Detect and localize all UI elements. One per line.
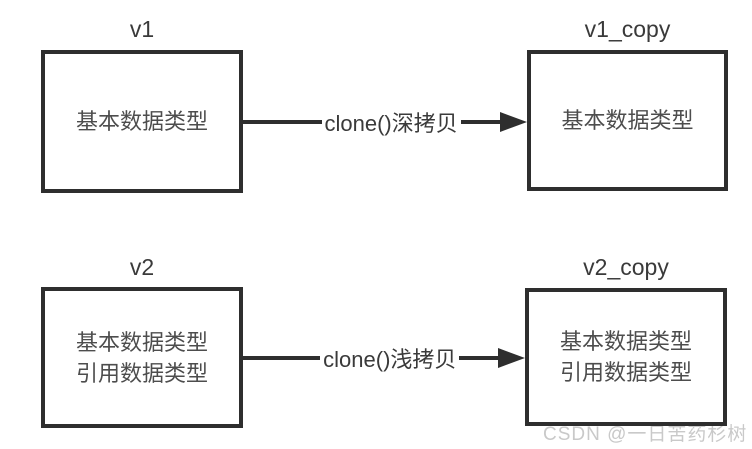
box-title-v1: v1 [129, 16, 155, 42]
node-v2-copy: 基本数据类型 引用数据类型 [525, 288, 727, 426]
node-v2-line2: 引用数据类型 [75, 360, 208, 386]
box-title-v2: v2 [129, 254, 155, 280]
arrow-label-shallow-copy: clone()浅拷贝 [323, 347, 457, 372]
arrowhead-icon [498, 348, 525, 368]
node-v1: 基本数据类型 [41, 50, 243, 193]
node-v2-line1: 基本数据类型 [75, 329, 208, 355]
watermark: CSDN @一日苦药杉树 [543, 424, 748, 445]
arrowhead-icon [500, 112, 527, 132]
arrow-line [243, 120, 322, 124]
arrow-label-deep-copy: clone()深拷贝 [324, 111, 458, 136]
node-v1-line: 基本数据类型 [75, 109, 208, 134]
node-v1-copy: 基本数据类型 [527, 50, 728, 191]
node-v2-copy-line1: 基本数据类型 [559, 329, 692, 354]
node-v2-copy-line2: 引用数据类型 [559, 360, 692, 385]
arrow-shallow-copy: clone()浅拷贝 [243, 343, 525, 373]
box-title-v1-copy: v1_copy [584, 16, 671, 42]
arrow-deep-copy: clone()深拷贝 [243, 107, 527, 137]
arrow-line [243, 356, 321, 360]
node-v1-copy-line: 基本数据类型 [561, 108, 694, 133]
box-title-v2-copy: v2_copy [583, 254, 669, 280]
node-v2: 基本数据类型 引用数据类型 [41, 287, 243, 428]
arrow-line [460, 120, 500, 124]
arrow-line [459, 356, 498, 360]
